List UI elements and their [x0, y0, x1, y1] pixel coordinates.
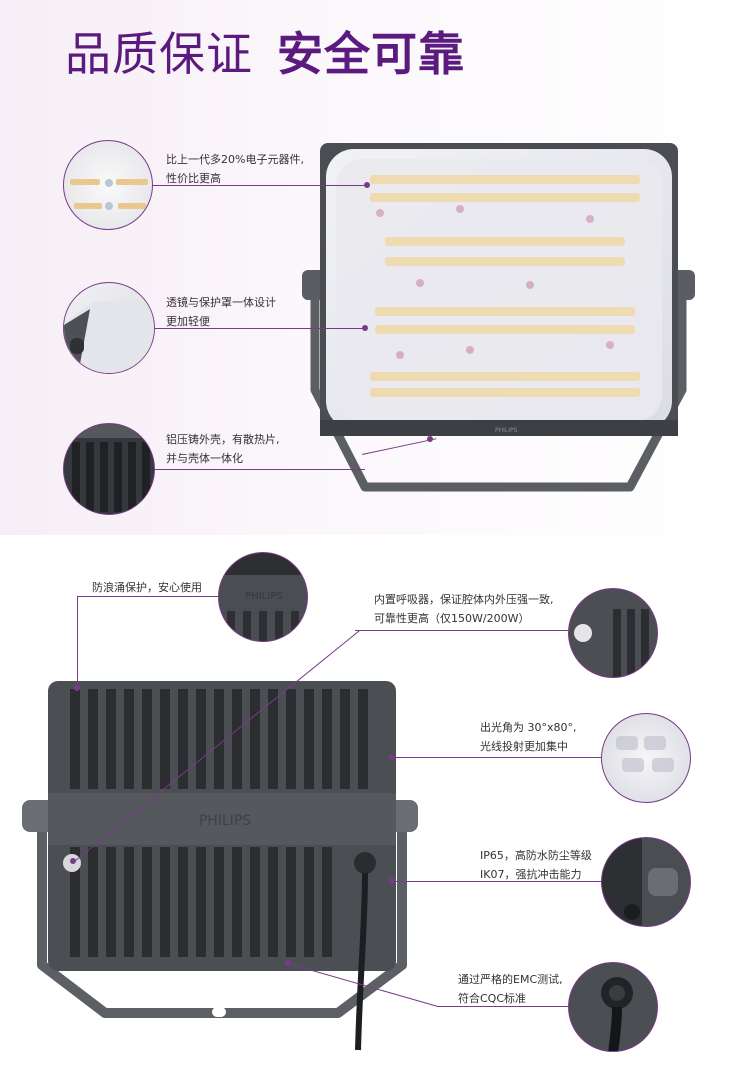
callout-line-2	[155, 328, 365, 329]
callout-dot-1	[364, 182, 370, 188]
callout-line: 性价比更高	[166, 172, 221, 185]
callout-line: 光线投射更加集中	[480, 740, 568, 753]
callout-line: 透镜与保护罩一体设计	[166, 296, 276, 309]
optic-lens-closeup	[601, 713, 691, 803]
seal-bracket-closeup	[601, 837, 691, 927]
front-brand-text: PHILIPS	[495, 427, 518, 434]
callout-dot-3	[427, 436, 433, 442]
title-bold: 安全可靠	[277, 27, 465, 81]
callout-line-b4	[392, 881, 601, 882]
breather-valve-closeup	[568, 588, 658, 678]
callout-line: 比上一代多20%电子元器件,	[166, 153, 304, 166]
cable-gland-closeup	[568, 962, 658, 1052]
callout-beam-angle: 出光角为 30°x80°, 光线投射更加集中	[480, 718, 577, 756]
callout-housing: 铝压铸外壳，有散热片, 并与壳体一体化	[166, 430, 280, 468]
title-light: 品质保证	[65, 27, 253, 81]
callout-lens-design: 透镜与保护罩一体设计 更加轻便	[166, 293, 276, 331]
callout-line-b1-vertical	[77, 596, 78, 688]
callout-line: 更加轻便	[166, 315, 210, 328]
floodlight-front-image: PHILIPS	[302, 143, 695, 492]
callout-line-1	[153, 185, 367, 186]
callout-breather: 内置呼吸器，保证腔体内外压强一致, 可靠性更高（仅150W/200W）	[374, 590, 554, 628]
callout-line-3	[155, 469, 365, 470]
callout-line-b3	[392, 757, 601, 758]
callout-surge: 防浪涌保护，安心使用	[92, 578, 202, 597]
back-brand-text: PHILIPS	[199, 813, 251, 829]
callout-line: 防浪涌保护，安心使用	[92, 581, 202, 594]
callout-line-b5-horizontal	[438, 1006, 568, 1007]
callout-line: 出光角为 30°x80°,	[480, 721, 577, 734]
callout-dot-b4	[389, 878, 395, 884]
callout-dot-b1	[74, 685, 80, 691]
callout-ip65: IP65，高防水防尘等级 IK07，强抗冲击能力	[480, 846, 592, 884]
surge-module-closeup: PHILIPS	[218, 552, 308, 642]
page-title: 品质保证安全可靠	[65, 22, 465, 86]
callout-line: IK07，强抗冲击能力	[480, 868, 582, 881]
callout-dot-b2	[70, 858, 76, 864]
callout-line: 可靠性更高（仅150W/200W）	[374, 612, 530, 625]
floodlight-back-image: PHILIPS	[22, 681, 418, 1051]
heat-sink-closeup	[63, 423, 155, 515]
badge-brand-text: PHILIPS	[245, 591, 282, 602]
callout-line: IP65，高防水防尘等级	[480, 849, 592, 862]
callout-emc: 通过严格的EMC测试, 符合CQC标准	[458, 970, 563, 1008]
led-chip-closeup	[63, 140, 153, 230]
lens-cover-closeup	[63, 282, 155, 374]
callout-line: 通过严格的EMC测试,	[458, 973, 563, 986]
callout-line: 内置呼吸器，保证腔体内外压强一致,	[374, 593, 554, 606]
callout-led-components: 比上一代多20%电子元器件, 性价比更高	[166, 150, 304, 188]
callout-line: 并与壳体一体化	[166, 452, 243, 465]
callout-dot-2	[362, 325, 368, 331]
callout-line-b1	[77, 596, 218, 597]
callout-dot-b3	[389, 754, 395, 760]
callout-line-b2	[355, 630, 568, 631]
callout-dot-b5	[285, 960, 291, 966]
callout-line: 符合CQC标准	[458, 992, 527, 1005]
callout-line: 铝压铸外壳，有散热片,	[166, 433, 280, 446]
